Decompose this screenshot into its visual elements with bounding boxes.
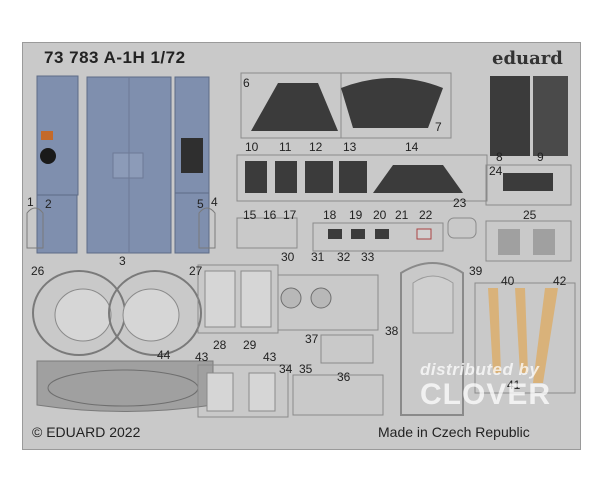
part-27-ring — [108, 270, 202, 356]
sheet-title: 73 783 A-1H 1/72 — [44, 48, 186, 67]
part-4-panel — [174, 76, 210, 194]
part-9-panel — [533, 76, 568, 156]
parts-drawing — [26, 72, 576, 418]
part-42-belt — [533, 288, 558, 383]
part-label: 11 — [279, 140, 292, 154]
watermark-line2: CLOVER — [420, 378, 552, 411]
part-8-panel — [490, 76, 530, 156]
copyright-text: © EDUARD 2022 — [32, 424, 141, 440]
part-label: 28 — [213, 338, 227, 352]
part-label: 1 — [27, 195, 34, 209]
part-label: 24 — [489, 164, 503, 178]
part-label: 21 — [395, 208, 409, 222]
origin-text: Made in Czech Republic — [378, 424, 530, 440]
part-label: 41 — [507, 378, 521, 392]
part-label: 16 — [263, 208, 277, 222]
part-label: 15 — [243, 208, 257, 222]
part-label: 9 — [537, 150, 544, 164]
part-label: 32 — [337, 250, 351, 264]
part-label: 30 — [281, 250, 295, 264]
part-7-panel — [341, 78, 443, 128]
part-label: 17 — [283, 208, 297, 222]
part-label: 29 — [243, 338, 257, 352]
part-label: 22 — [419, 208, 433, 222]
part-label: 6 — [243, 76, 250, 90]
part-label: 42 — [553, 274, 567, 288]
part-label: 12 — [309, 140, 323, 154]
part-label: 36 — [337, 370, 351, 384]
part-label: 10 — [245, 140, 259, 154]
part-1-panel — [36, 75, 79, 196]
part-label: 43 — [263, 350, 277, 364]
part-label: 25 — [523, 208, 537, 222]
part-label: 43 — [195, 350, 209, 364]
part-label: 23 — [453, 196, 467, 210]
part-label: 39 — [469, 264, 483, 278]
part-label: 4 — [211, 195, 218, 209]
part-label: 14 — [405, 140, 419, 154]
part-label: 3 — [119, 254, 126, 268]
part-label: 19 — [349, 208, 363, 222]
part-label: 38 — [385, 324, 399, 338]
part-38-frame — [400, 262, 464, 416]
part-label: 44 — [157, 348, 171, 362]
part-label: 26 — [31, 264, 45, 278]
part-label: 7 — [435, 120, 442, 134]
part-label: 33 — [361, 250, 375, 264]
part-14-panel — [373, 165, 463, 193]
photo-etch-fret: 1 2 3 4 5 6 7 8 9 10 11 12 13 14 15 16 1… — [22, 42, 581, 450]
part-label: 40 — [501, 274, 515, 288]
watermark-line1: distributed by — [420, 360, 540, 379]
part-44-grille — [36, 360, 214, 412]
part-6-panel — [251, 83, 338, 131]
part-label: 5 — [197, 197, 204, 211]
part-label: 37 — [305, 332, 319, 346]
part-label: 18 — [323, 208, 337, 222]
part-label: 2 — [45, 197, 52, 211]
part-label: 34 — [279, 362, 293, 376]
part-label: 13 — [343, 140, 357, 154]
gauge-icon — [40, 148, 56, 164]
part-label: 31 — [311, 250, 325, 264]
part-label: 35 — [299, 362, 313, 376]
part-label: 20 — [373, 208, 387, 222]
part-label: 8 — [496, 150, 503, 164]
part-label: 27 — [189, 264, 203, 278]
brand-logo: eduard — [492, 48, 563, 69]
